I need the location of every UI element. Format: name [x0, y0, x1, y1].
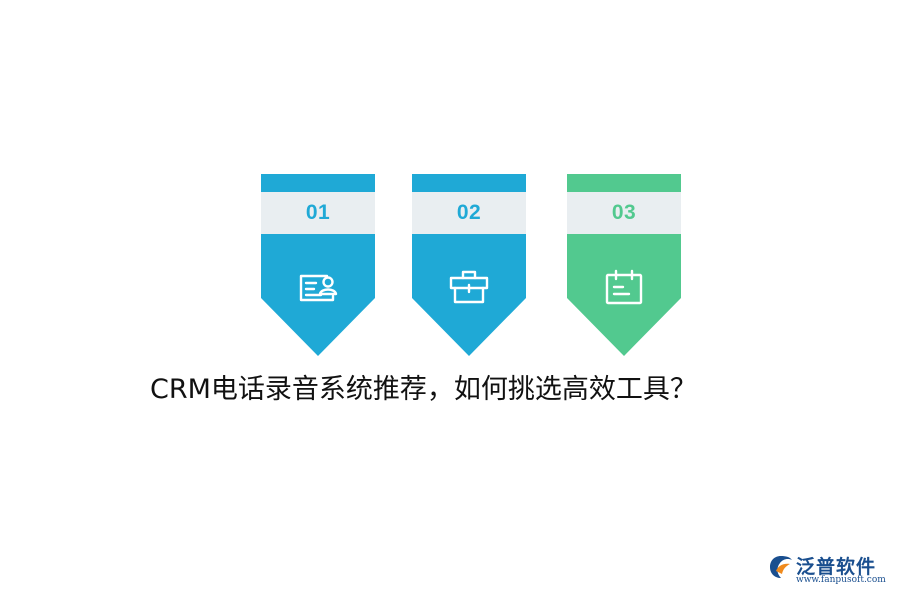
- card-number-band: 01: [261, 192, 375, 234]
- card-03: 03: [567, 174, 681, 356]
- card-top-bar: [261, 174, 375, 192]
- toolbox-icon: [449, 270, 489, 304]
- card-number-band: 03: [567, 192, 681, 234]
- brand-name: 泛普软件: [796, 556, 877, 578]
- brand-logo: 泛普软件 www.fanpusoft.com: [768, 552, 890, 588]
- card-number: 03: [611, 201, 637, 224]
- page-title: CRM电话录音系统推荐，如何挑选高效工具？: [150, 374, 697, 405]
- card-02: 02: [412, 174, 526, 356]
- card-number: 01: [305, 201, 331, 224]
- calendar-icon: [605, 269, 643, 305]
- card-top-bar: [567, 174, 681, 192]
- card-top-bar: [412, 174, 526, 192]
- card-number-band: 02: [412, 192, 526, 234]
- card-pointer: [412, 234, 526, 356]
- brand-url: www.fanpusoft.com: [796, 575, 886, 585]
- card-pointer: [567, 234, 681, 356]
- contact-card-icon: [299, 274, 338, 302]
- card-pointer: [261, 234, 375, 356]
- card-number: 02: [456, 201, 482, 224]
- brand-mark-icon: [770, 556, 792, 578]
- card-01: 01: [261, 174, 375, 356]
